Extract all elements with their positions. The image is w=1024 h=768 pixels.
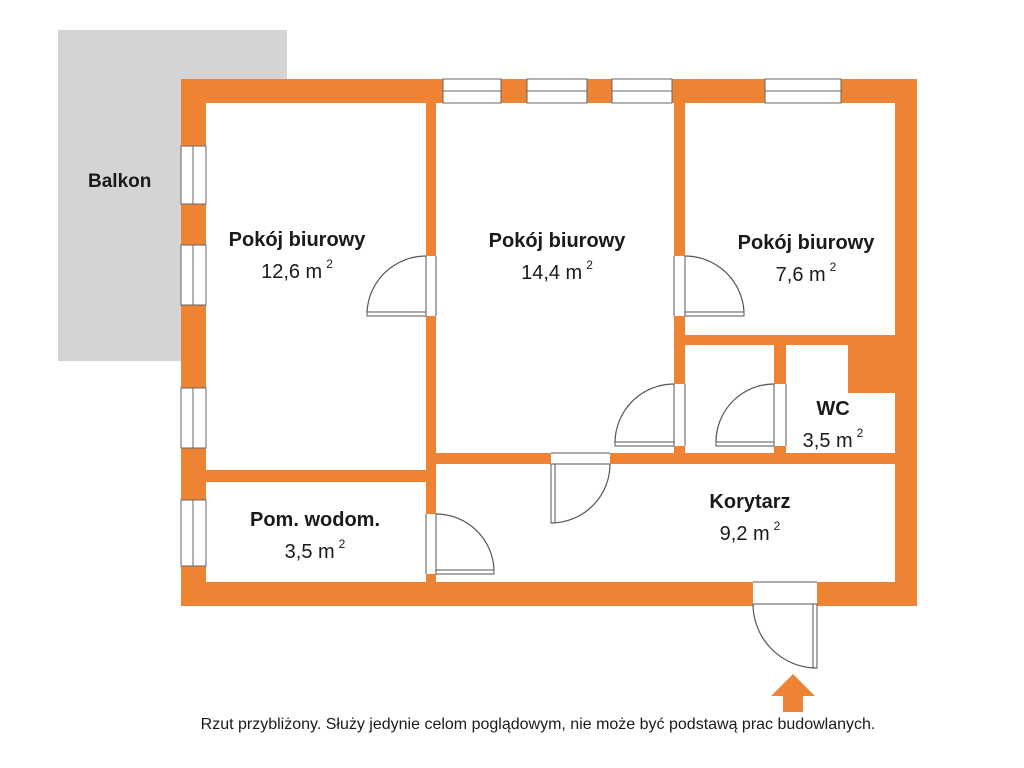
window-left-1 [180, 145, 207, 205]
door-office-1 [366, 255, 437, 317]
room-floor-office-1 [206, 103, 426, 470]
door-office-3 [673, 255, 745, 317]
room-floor-corridor [436, 464, 895, 582]
entrance-arrow-icon [771, 674, 815, 712]
room-floor-closet [685, 345, 774, 453]
window-left-2 [180, 244, 207, 306]
room-name: Pokój biurowy [737, 232, 875, 254]
door-water-meter [425, 513, 495, 575]
room-name: Pom. wodom. [250, 509, 380, 531]
window-top-1 [442, 78, 502, 104]
room-name: Pokój biurowy [228, 229, 366, 251]
door-office-2 [550, 452, 611, 524]
room-floor-office-2 [436, 103, 674, 453]
window-left-4 [180, 499, 207, 567]
door-wc [715, 383, 787, 447]
room-name: Korytarz [709, 491, 791, 513]
shaft [848, 345, 895, 393]
window-top-4 [764, 78, 842, 104]
window-top-3 [611, 78, 673, 104]
room-name: WC [816, 398, 850, 420]
room-floor-office-3 [685, 103, 895, 335]
door-closet [614, 383, 686, 447]
room-name: Pokój biurowy [488, 230, 626, 252]
window-top-2 [526, 78, 588, 104]
window-left-3 [180, 387, 207, 449]
door-entrance [752, 581, 818, 669]
room-floor-water-meter [206, 482, 426, 582]
disclaimer-text: Rzut przybliżony. Służy jedynie celom po… [200, 716, 876, 733]
balcony-label: Balkon [88, 171, 152, 192]
